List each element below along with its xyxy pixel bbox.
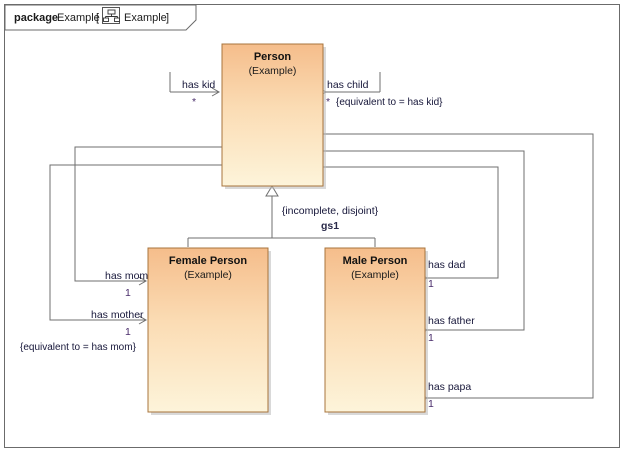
- package-name: Example: [57, 12, 100, 24]
- bracket-close: ]: [166, 12, 169, 24]
- association-has-child[interactable]: [326, 72, 381, 92]
- has-dad-multiplicity: 1: [428, 278, 434, 290]
- has-dad-line: [323, 166, 499, 278]
- person-body: [221, 43, 324, 187]
- association-has-father[interactable]: [323, 150, 525, 330]
- association-has-mom[interactable]: [74, 146, 222, 281]
- male-person-body: [324, 247, 426, 413]
- class-box-female-person[interactable]: Female Person (Example): [147, 247, 271, 415]
- package-name-tab: [4, 4, 197, 31]
- class-diagram-icon: [102, 7, 120, 24]
- male-person-class-qualifier: (Example): [351, 269, 399, 281]
- has-mother-label: has mother: [91, 309, 144, 321]
- association-has-mother[interactable]: [49, 164, 222, 320]
- has-mom-multiplicity: 1: [125, 287, 131, 299]
- male-person-class-name: Male Person: [343, 255, 408, 267]
- diagram-name: Example: [124, 12, 167, 24]
- has-kid-label: has kid: [182, 79, 215, 91]
- association-has-papa[interactable]: [323, 133, 594, 398]
- has-father-multiplicity: 1: [428, 332, 434, 344]
- has-mother-multiplicity: 1: [125, 326, 131, 338]
- association-has-kid[interactable]: [169, 72, 219, 92]
- has-father-label: has father: [428, 315, 475, 327]
- generalization-triangle-icon: [265, 185, 279, 197]
- class-box-person[interactable]: Person (Example): [221, 43, 326, 189]
- female-person-class-name: Female Person: [169, 255, 248, 267]
- has-father-line: [323, 150, 525, 330]
- female-person-body: [147, 247, 269, 413]
- has-child-label: has child: [327, 79, 369, 91]
- bracket-open: [: [96, 12, 99, 24]
- generalization-set[interactable]: [187, 185, 376, 247]
- has-papa-multiplicity: 1: [428, 398, 434, 410]
- has-child-multiplicity: *: [326, 96, 330, 108]
- association-has-dad[interactable]: [323, 166, 499, 278]
- has-mother-line: [49, 164, 222, 320]
- class-box-male-person[interactable]: Male Person (Example): [324, 247, 428, 415]
- generalization-set-name: gs1: [321, 220, 339, 232]
- person-class-qualifier: (Example): [249, 65, 297, 77]
- has-mom-line: [74, 146, 222, 281]
- has-mother-constraint: {equivalent to = has mom}: [20, 342, 137, 353]
- has-papa-label: has papa: [428, 381, 471, 393]
- person-class-name: Person: [254, 51, 292, 63]
- generalization-constraint-label: {incomplete, disjoint}: [282, 205, 379, 217]
- has-papa-line: [323, 133, 594, 398]
- has-kid-multiplicity: *: [192, 96, 196, 108]
- female-person-class-qualifier: (Example): [184, 269, 232, 281]
- has-dad-label: has dad: [428, 259, 466, 271]
- has-child-constraint: {equivalent to = has kid}: [336, 97, 443, 108]
- has-mom-label: has mom: [105, 270, 148, 282]
- package-keyword: package: [14, 12, 58, 24]
